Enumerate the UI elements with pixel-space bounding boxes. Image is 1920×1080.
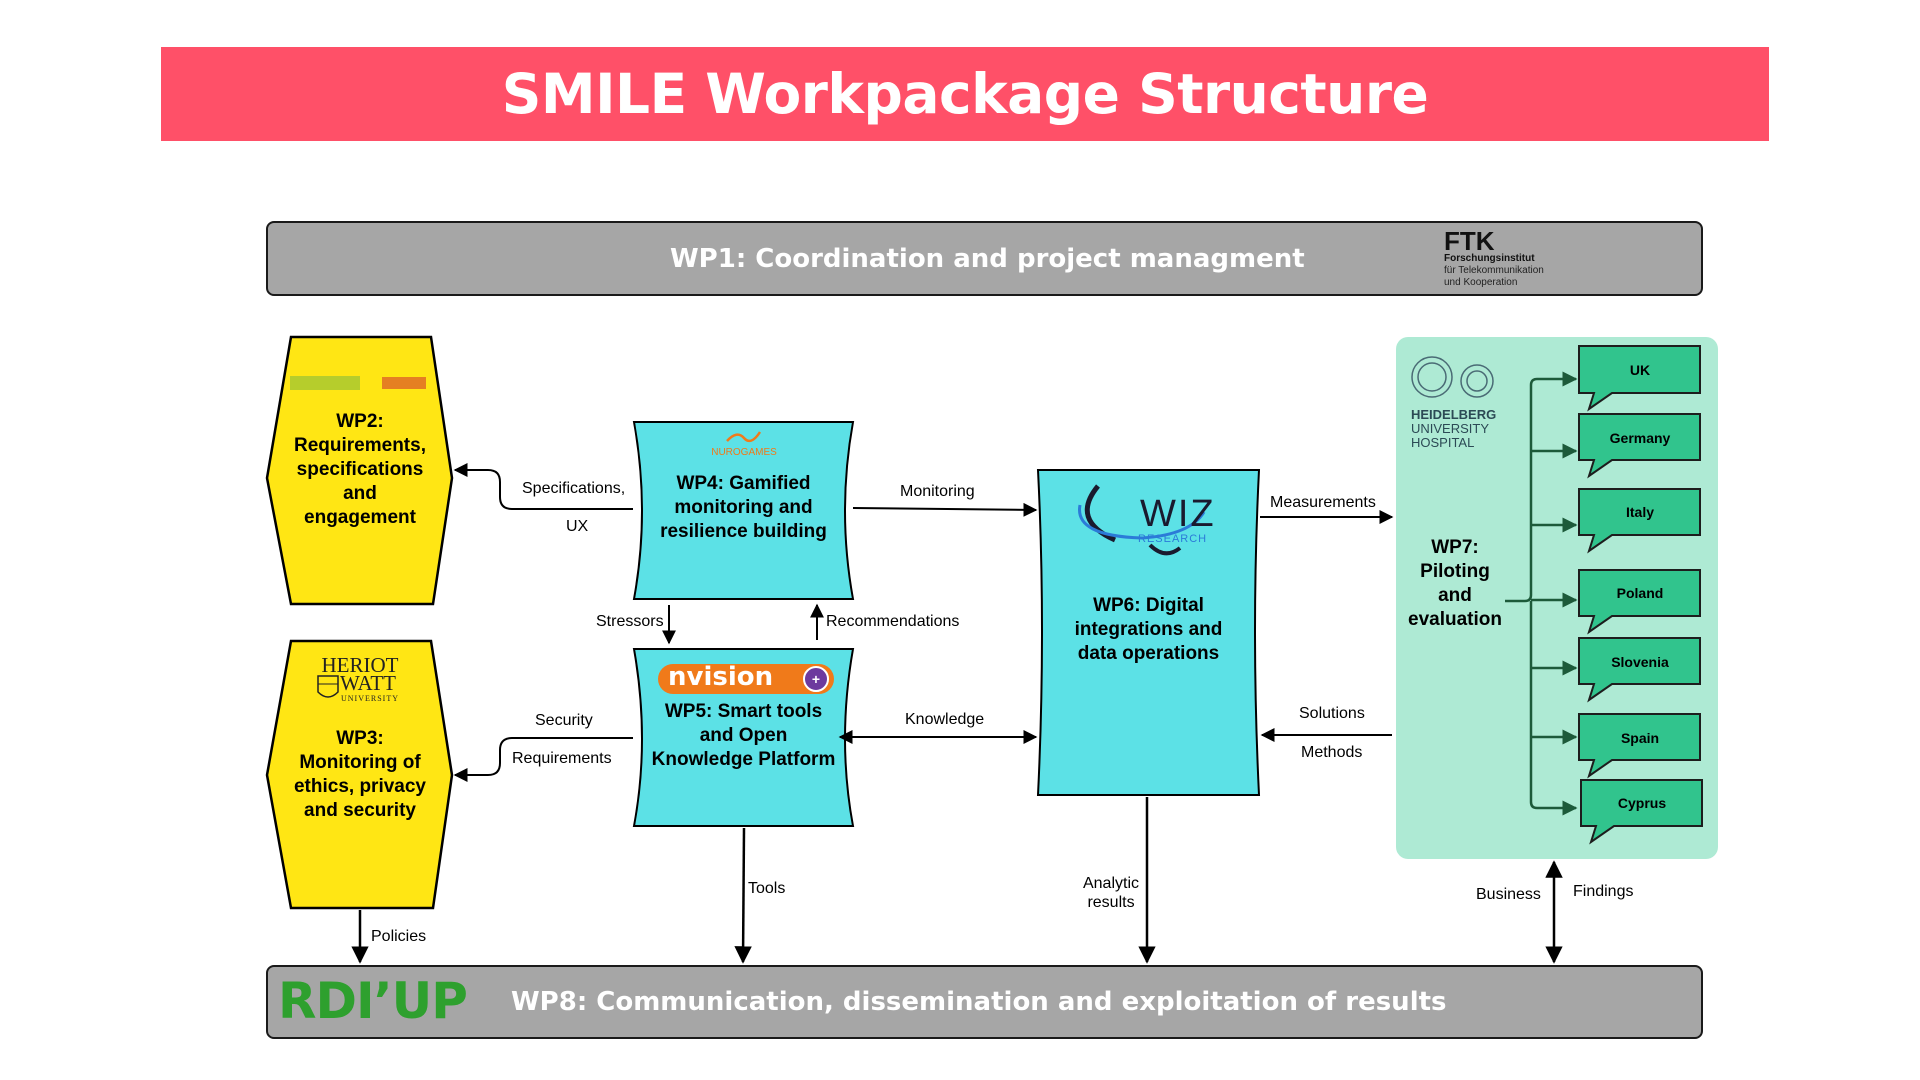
wp2-box [265,335,454,606]
country-spain: Spain [1620,730,1660,746]
wp3-line2: Monitoring of [299,752,421,773]
label-measurements: Measurements [1270,494,1376,511]
wp6-line3: data operations [1077,643,1220,664]
wp4-label: WP4: Gamified monitoring and resilience … [634,472,853,544]
country-poland: Poland [1616,585,1664,601]
wiz-logo-sub: RESEARCH [1138,533,1208,545]
wp4-box [632,421,855,600]
label-policies: Policies [371,928,427,945]
wp2-label: WP2: Requirements, specifications and en… [280,410,440,530]
wp3-line3: ethics, privacy [293,776,427,797]
wp2-line2: Requirements, [294,435,426,456]
country-germany: Germany [1609,430,1671,446]
wiz-logo-icon [1078,484,1206,556]
wp6-line2: integrations and [1074,619,1223,640]
arrow-tools [734,827,752,964]
label-ux: UX [566,518,589,535]
wp3-line1: WP3: [336,728,384,749]
wp2-partner-logo [290,376,360,390]
nurogames-logo-icon [726,431,762,443]
wp7-line3: and [1438,585,1472,606]
arrow-monitoring [852,502,1038,517]
rdiup-logo: RDI’UP [278,972,468,1030]
heriot-watt-logo-line3: UNIVERSITY [341,694,399,703]
nvision-logo-icon: + [658,664,834,694]
country-italy: Italy [1625,504,1654,520]
svg-text:+: + [812,671,820,687]
wp6-line1: WP6: Digital [1093,595,1204,616]
label-tools: Tools [748,880,786,897]
wp1-bar [266,221,1703,296]
wp8-label: WP8: Communication, dissemination and ex… [511,987,1447,1017]
ftk-logo-line3: und Kooperation [1444,277,1518,288]
wp2-partner-logo-2 [382,377,426,389]
label-requirements: Requirements [512,750,612,767]
ftk-logo-line2: für Telekommunikation [1444,265,1544,276]
country-cyprus: Cyprus [1617,795,1667,811]
wp2-line5: engagement [304,507,416,528]
heriot-watt-logo-line1: HERIOT [321,653,399,677]
wp3-box [265,639,454,910]
label-monitoring: Monitoring [900,483,975,500]
nvision-logo: nvision [668,662,774,692]
wp8-bar [266,965,1703,1039]
wp6-box [1036,469,1261,796]
wp7-line4: evaluation [1408,609,1502,630]
heriot-watt-logo-line2: WATT [340,671,396,695]
wp4-line3: resilience building [660,521,827,542]
wp3-line4: and security [304,800,416,821]
wp3-label: WP3: Monitoring of ethics, privacy and s… [280,727,440,823]
heidelberg-logo-line3: HOSPITAL [1411,435,1475,450]
ftk-logo-line1: Forschungsinstitut [1444,253,1535,264]
label-analytic-line2: results [1087,894,1135,911]
wp1-label: WP1: Coordination and project managment [670,244,1305,274]
label-security: Security [535,712,593,729]
wp6-label: WP6: Digital integrations and data opera… [1038,594,1259,666]
label-business: Business [1476,886,1541,903]
arrow-specifications [453,463,633,510]
wp5-label: WP5: Smart tools and Open Knowledge Plat… [634,700,853,772]
nurogames-logo: NUROGAMES [711,447,777,458]
label-stressors: Stressors [596,613,664,630]
wp4-line2: monitoring and [674,497,813,518]
wp2-line3: specifications [296,459,424,480]
heidelberg-logo-line2: UNIVERSITY [1411,421,1490,436]
heriot-watt-crest-icon [317,675,339,698]
wp5-line3: Knowledge Platform [651,749,836,770]
label-solutions: Solutions [1299,705,1365,722]
wp7-tree [1505,371,1578,816]
wp7-label: WP7: Piloting and evaluation [1395,536,1515,632]
label-methods: Methods [1301,744,1363,761]
country-uk: UK [1629,362,1651,378]
label-specifications: Specifications, [522,480,626,497]
label-findings: Findings [1573,883,1634,900]
label-recommendations: Recommendations [826,613,960,630]
heidelberg-seal-icon [1411,356,1494,398]
wiz-logo: WIZ [1140,493,1216,535]
page-title: SMILE Workpackage Structure [501,62,1429,126]
wp5-line1: WP5: Smart tools [664,701,823,722]
ftk-logo-name: FTK [1444,226,1495,256]
label-analytic-line1: Analytic [1082,875,1140,892]
wp5-line2: and Open [699,725,788,746]
wp7-line1: WP7: [1431,537,1479,558]
country-slovenia: Slovenia [1611,654,1669,670]
arrow-security [453,737,633,782]
wp2-line4: and [343,483,377,504]
heidelberg-logo-line1: HEIDELBERG [1411,407,1497,422]
wp2-line1: WP2: [336,411,384,432]
wp4-line1: WP4: Gamified [676,473,811,494]
wp7-line2: Piloting [1420,561,1490,582]
title-banner: SMILE Workpackage Structure [161,47,1769,141]
label-knowledge: Knowledge [905,711,985,728]
label-analytic-results: Analytic results [1070,874,1152,912]
country-callouts [1578,345,1703,845]
